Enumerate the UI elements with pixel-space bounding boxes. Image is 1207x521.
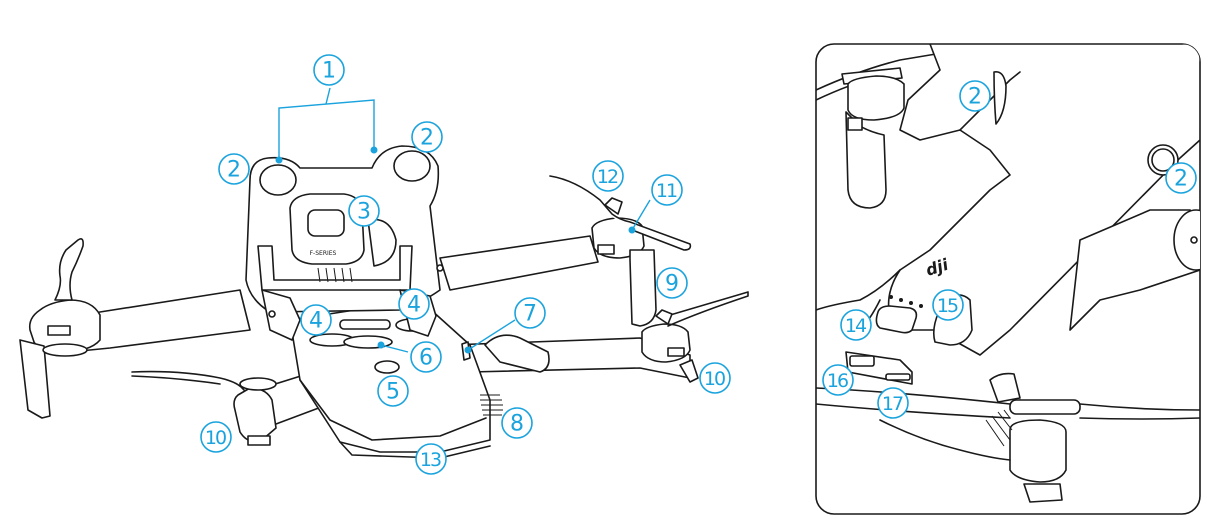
inset-callout-16: 16	[822, 364, 854, 396]
callout-5: 5	[377, 375, 409, 407]
svg-text:10: 10	[205, 427, 226, 449]
callout-9: 9	[656, 267, 688, 299]
callout-10-left: 10	[200, 421, 232, 453]
camera-model-label: F-SERIES	[310, 250, 337, 257]
rear-left-arm	[19, 238, 251, 419]
svg-text:7: 7	[523, 302, 537, 327]
svg-text:12: 12	[597, 166, 618, 188]
callout-8: 8	[501, 407, 533, 439]
svg-text:4: 4	[309, 309, 323, 334]
front-right-arm	[439, 175, 692, 327]
callout-12: 12	[592, 160, 624, 192]
svg-text:17: 17	[882, 393, 903, 415]
inset-callout-15: 15	[932, 289, 964, 321]
svg-text:3: 3	[357, 200, 371, 225]
callout-11: 11	[651, 174, 683, 206]
main-drone-view: F-SERIES 1	[19, 54, 749, 475]
svg-text:1: 1	[322, 59, 336, 84]
callout-1-bracket	[275, 87, 378, 164]
inset-drone-view: dji	[815, 43, 1201, 515]
svg-text:11: 11	[656, 180, 677, 202]
inset-callout-2-top: 2	[959, 80, 991, 112]
svg-text:8: 8	[510, 412, 524, 437]
svg-text:16: 16	[827, 370, 848, 392]
callout-3: 3	[348, 195, 380, 227]
battery-level-leds	[889, 295, 923, 308]
inset-callout-2-right: 2	[1165, 162, 1197, 194]
svg-text:5: 5	[386, 380, 400, 405]
microsd-slot	[885, 373, 911, 381]
power-button	[875, 305, 918, 334]
svg-text:13: 13	[420, 449, 441, 471]
usb-c-port	[849, 355, 875, 367]
callout-10-right: 10	[699, 362, 731, 394]
svg-text:4: 4	[407, 293, 421, 318]
svg-text:15: 15	[937, 295, 958, 317]
inset-callout-14: 14	[840, 309, 872, 341]
svg-text:2: 2	[420, 126, 434, 151]
svg-text:9: 9	[665, 272, 679, 297]
leader-lines	[377, 199, 651, 354]
callout-4-right: 4	[398, 288, 430, 320]
svg-text:2: 2	[1174, 167, 1188, 192]
callout-2-left: 2	[218, 153, 250, 185]
svg-text:6: 6	[419, 346, 433, 371]
svg-text:2: 2	[227, 158, 241, 183]
callout-4-left: 4	[300, 304, 332, 336]
svg-text:10: 10	[704, 368, 725, 390]
inset-callout-17: 17	[877, 387, 909, 419]
callout-13: 13	[415, 443, 447, 475]
callout-2-right: 2	[411, 121, 443, 153]
callout-7: 7	[514, 297, 546, 329]
svg-text:14: 14	[845, 315, 867, 337]
callout-6: 6	[410, 341, 442, 373]
callout-1: 1	[313, 54, 345, 86]
svg-text:2: 2	[968, 85, 982, 110]
